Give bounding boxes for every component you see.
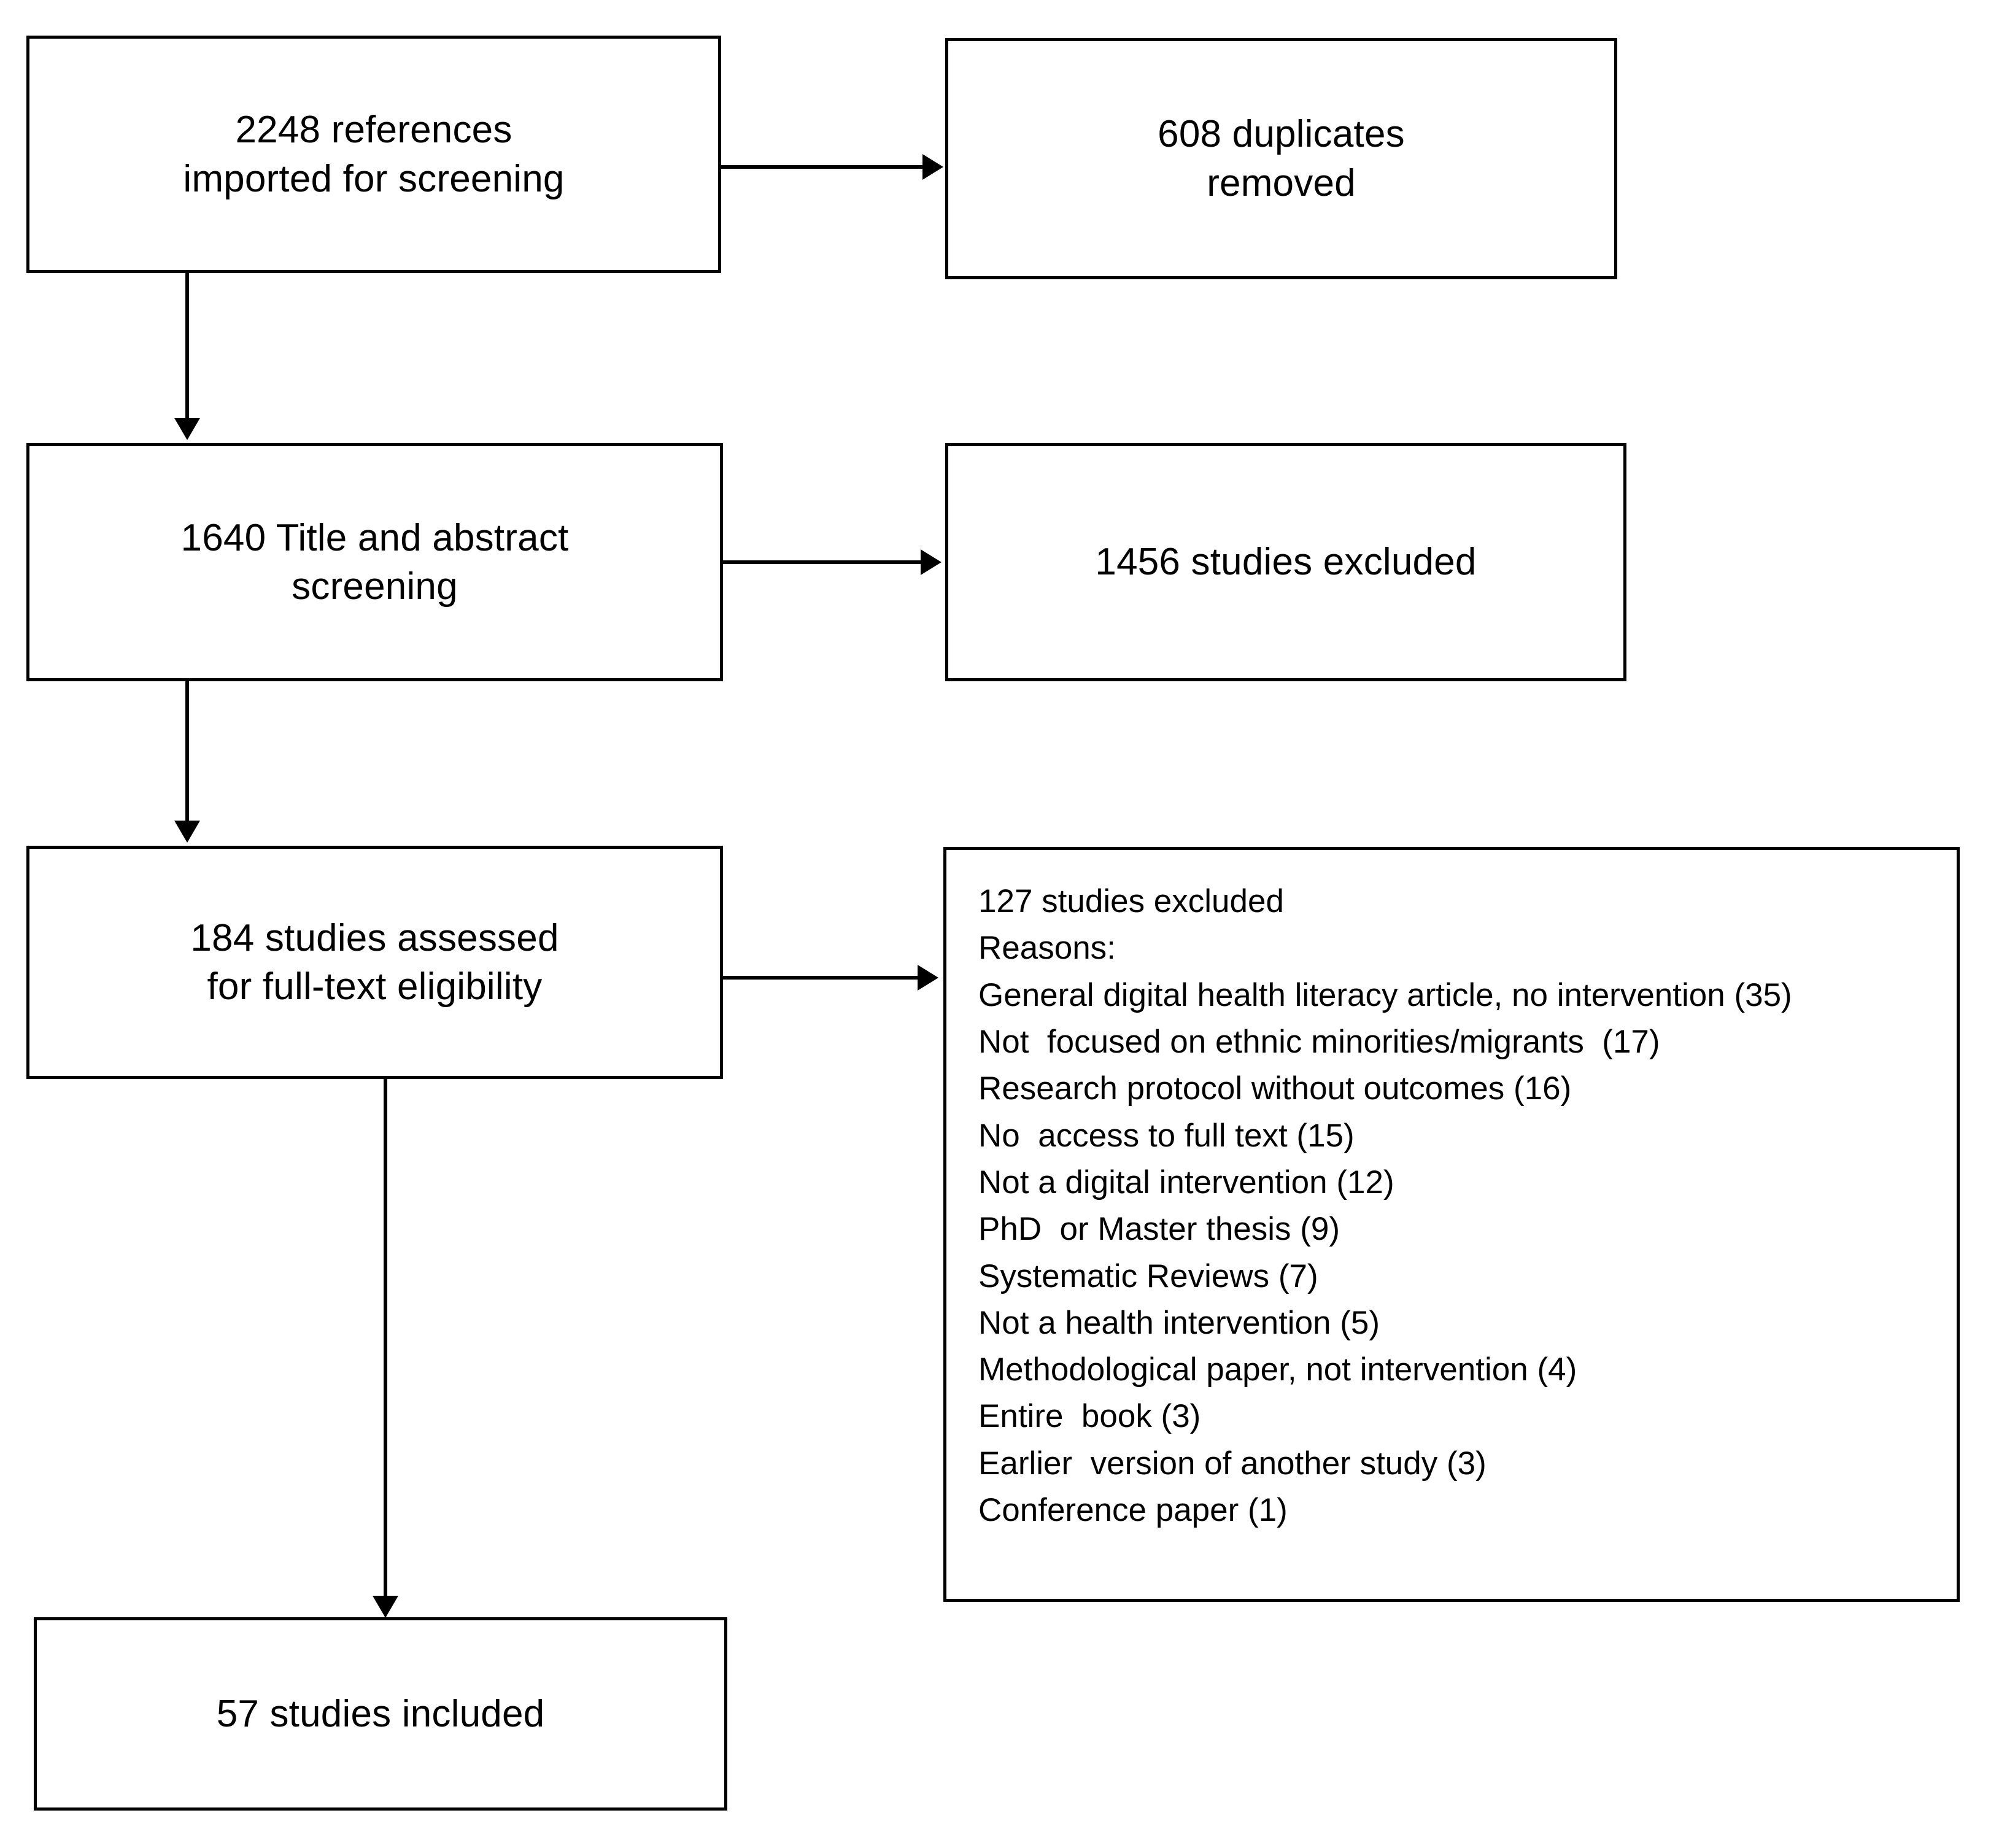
exclusion-reason-item: Research protocol without outcomes (16): [978, 1070, 1572, 1107]
box-duplicates-removed-label: 608 duplicates removed: [1158, 113, 1405, 204]
exclusion-reason-item: Not focused on ethnic minorities/migrant…: [978, 1023, 1660, 1060]
box-references-imported-label: 2248 references imported for screening: [183, 109, 565, 200]
box-duplicates-removed: 608 duplicates removed: [945, 38, 1617, 279]
box-studies-included-label: 57 studies included: [216, 1692, 545, 1735]
connector-screening-to-excluded: [723, 560, 922, 564]
connector-fulltext-to-included: [384, 1079, 387, 1598]
exclusion-reason-item: PhD or Master thesis (9): [978, 1211, 1340, 1248]
connector-imported-to-duplicates: [721, 165, 924, 169]
box-title-abstract-screening-label: 1640 Title and abstract screening: [180, 516, 569, 608]
exclusion-reason-item: General digital health literacy article,…: [978, 976, 1792, 1013]
exclusion-reason-item: Not a health intervention (5): [978, 1304, 1380, 1341]
arrowhead-down-icon: [373, 1596, 398, 1618]
box-studies-excluded-screening-label: 1456 studies excluded: [1095, 541, 1477, 584]
exclusion-reasons-label: Reasons:: [978, 930, 1116, 967]
exclusion-heading: 127 studies excluded: [978, 883, 1284, 919]
box-studies-excluded-screening: 1456 studies excluded: [945, 443, 1626, 681]
arrowhead-right-icon: [922, 154, 943, 180]
box-references-imported: 2248 references imported for screening: [26, 36, 721, 273]
box-fulltext-assessed-label: 184 studies assessed for full-text eligi…: [190, 916, 559, 1008]
exclusion-reason-item: Methodological paper, not intervention (…: [978, 1351, 1577, 1388]
box-studies-included: 57 studies included: [34, 1617, 727, 1811]
box-fulltext-assessed: 184 studies assessed for full-text eligi…: [26, 846, 723, 1079]
arrowhead-down-icon: [174, 821, 200, 843]
exclusion-reason-item: Entire book (3): [978, 1398, 1201, 1435]
connector-imported-to-screening: [185, 273, 189, 420]
exclusion-reason-item: Not a digital intervention (12): [978, 1164, 1394, 1200]
box-fulltext-exclusion-reasons: 127 studies excluded Reasons: General di…: [943, 847, 1960, 1602]
exclusion-reason-item: Systematic Reviews (7): [978, 1258, 1318, 1294]
exclusion-reason-item: No access to full text (15): [978, 1117, 1355, 1154]
box-title-abstract-screening: 1640 Title and abstract screening: [26, 443, 723, 681]
arrowhead-right-icon: [918, 965, 938, 991]
exclusion-reason-item: Conference paper (1): [978, 1492, 1288, 1529]
connector-fulltext-to-reasons: [723, 976, 919, 980]
connector-screening-to-fulltext: [185, 681, 189, 822]
exclusion-reason-item: Earlier version of another study (3): [978, 1445, 1487, 1482]
arrowhead-down-icon: [174, 418, 200, 440]
arrowhead-right-icon: [921, 549, 942, 575]
